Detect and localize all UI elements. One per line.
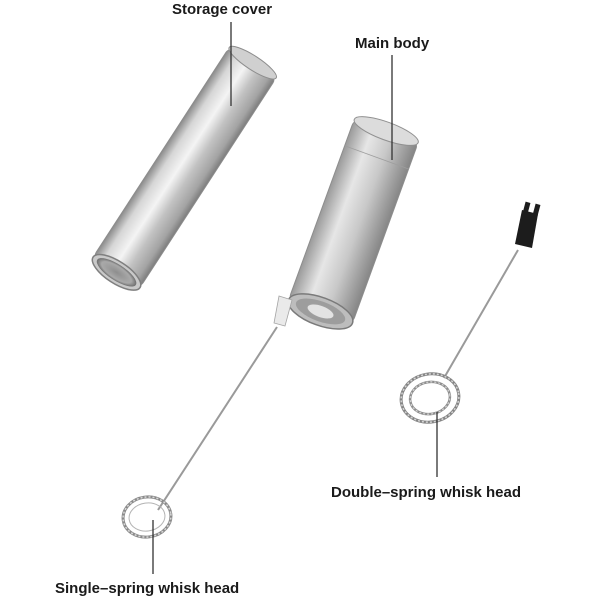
whisk-connector [515,210,538,248]
storage-cover [91,45,278,291]
single-spring-whisk-head [121,495,173,539]
double-spring-label: Double–spring whisk head [331,484,522,501]
main-body-label: Main body [355,35,430,52]
main-body [287,116,419,330]
double-spring-whisk [399,201,541,424]
leader-lines [152,22,438,574]
single-spring-shaft [157,326,278,511]
single-spring-label: Single–spring whisk head [55,580,240,597]
main-body-nozzle [273,295,293,327]
double-spring-whisk-head [399,372,461,424]
storage-cover-label: Storage cover [172,1,273,18]
double-spring-shaft [443,249,519,379]
